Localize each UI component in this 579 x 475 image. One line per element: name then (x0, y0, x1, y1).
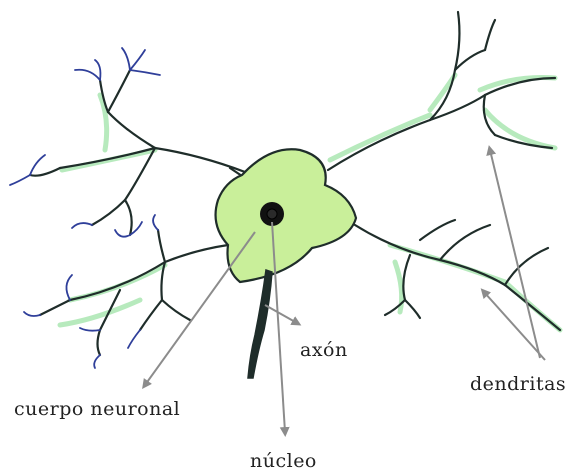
left-lower-dendrites (40, 230, 228, 355)
dendrites-label: dendritas (470, 373, 566, 395)
arrow-dendritas-bottom (484, 292, 545, 360)
arrow-cuerpo-neuronal (145, 232, 255, 385)
cell-body-label: cuerpo neuronal (14, 398, 180, 420)
left-upper-dendrite-tips (10, 48, 160, 237)
arrow-axon (265, 305, 297, 323)
nucleus-label: núcleo (250, 450, 317, 472)
left-lower-dendrite-tips (24, 215, 158, 368)
axon (248, 270, 272, 378)
axon-label: axón (300, 339, 348, 361)
nucleolus (267, 209, 277, 219)
